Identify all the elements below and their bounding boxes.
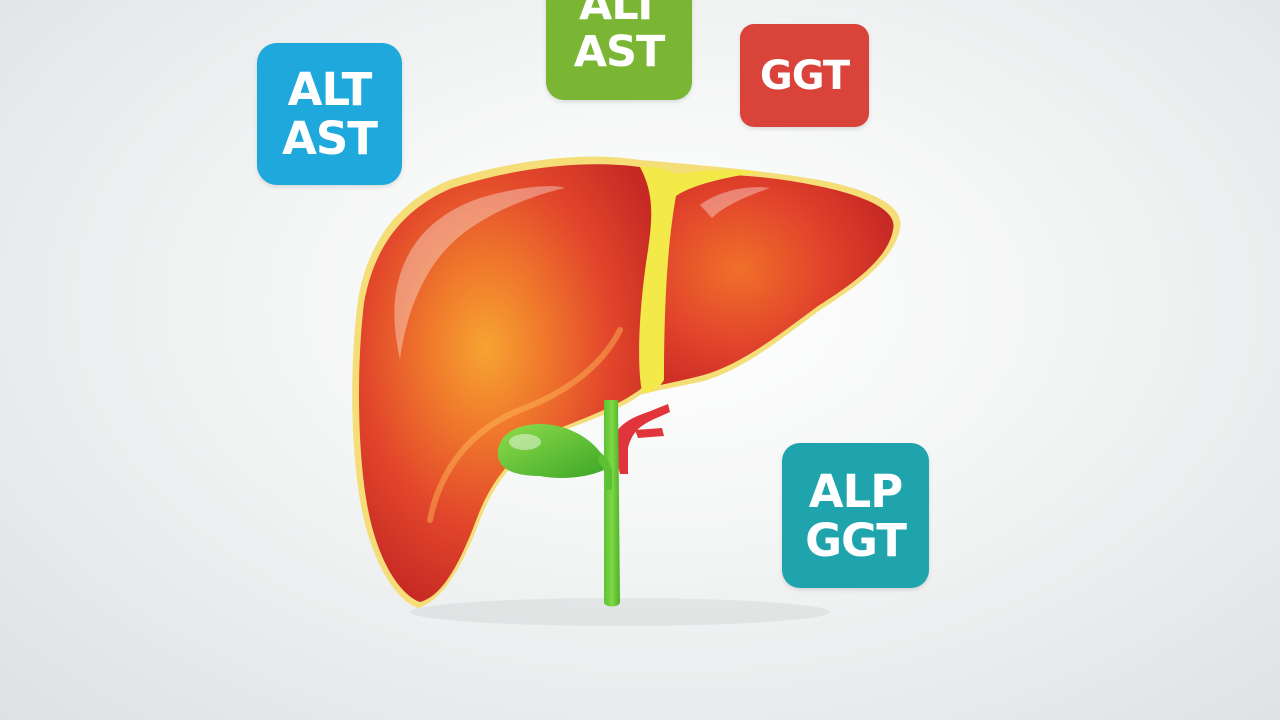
- hepatic-vessel-branch: [635, 428, 664, 438]
- liver-highlight: [394, 186, 565, 360]
- ggt-badge: GGT: [740, 24, 869, 127]
- gallbladder-highlight: [509, 434, 541, 450]
- bile-duct: [604, 400, 620, 607]
- badge-line-ggt: GGT: [759, 52, 850, 99]
- alp-ggt-badge: ALP GGT: [782, 443, 929, 588]
- badge-line-ast: AST: [282, 112, 378, 165]
- falciform-ligament: [639, 166, 760, 393]
- badge-line-ast: AST: [573, 27, 666, 77]
- cystic-duct: [598, 452, 612, 490]
- badge-line-alt: ALT: [579, 0, 660, 30]
- liver-shine-curve: [427, 327, 623, 523]
- hepatic-vessel: [612, 404, 670, 474]
- badge-line-alt: ALT: [287, 63, 373, 116]
- badge-line-alp: ALP: [808, 464, 903, 518]
- alt-ast-badge-left: ALT AST: [257, 43, 402, 185]
- liver-right-lobe: [655, 174, 894, 386]
- liver-left-lobe: [358, 164, 662, 602]
- badge-line-ggt: GGT: [805, 513, 907, 567]
- liver-shadow: [410, 598, 830, 626]
- alt-ast-badge-top: ALT AST: [546, 0, 692, 100]
- gallbladder: [497, 424, 604, 478]
- liver-highlight-right: [700, 187, 770, 218]
